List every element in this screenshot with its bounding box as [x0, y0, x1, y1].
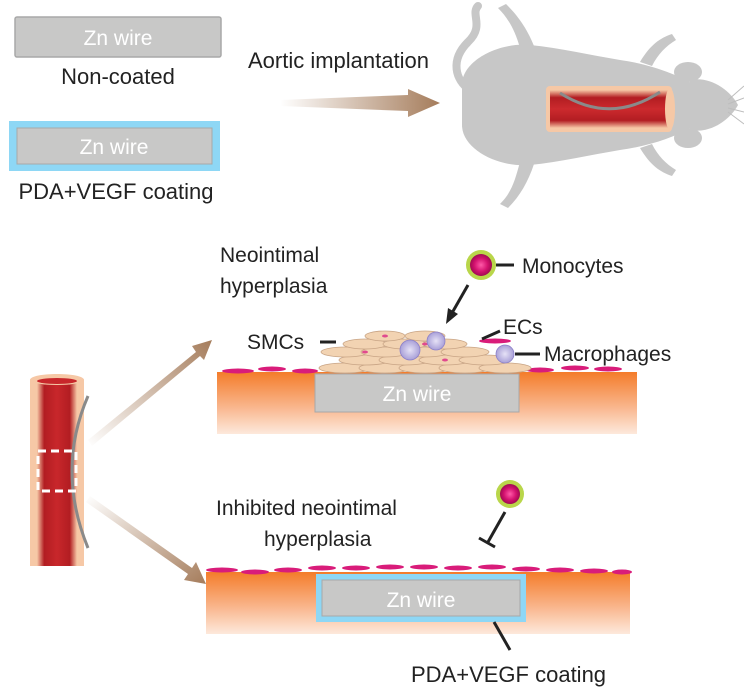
non-coated-zn-wire: Zn wire — [14, 16, 222, 58]
zoom-arrow-down — [86, 496, 206, 584]
aortic-implantation-label: Aortic implantation — [248, 48, 429, 73]
coating-pointer — [492, 621, 512, 651]
upper-endothelial-cells — [222, 338, 622, 374]
non-coated-caption: Non-coated — [61, 64, 175, 89]
monocyte-arrow — [446, 284, 470, 324]
lower-coating-label: PDA+VEGF coating — [411, 662, 606, 687]
upper-title-line2: hyperplasia — [220, 275, 328, 298]
ecs-pointer — [481, 329, 501, 341]
label-smcs: SMCs — [247, 331, 304, 354]
lower-endothelial-cells — [206, 564, 632, 575]
label-macrophages: Macrophages — [544, 343, 671, 366]
zoom-arrow-up — [88, 340, 212, 446]
coated-wire-label: Zn wire — [80, 136, 149, 159]
zoom-box — [36, 449, 78, 493]
upper-zn-wire: Zn wire — [314, 373, 520, 413]
inhibition-bar — [478, 536, 496, 549]
lower-wire-label: Zn wire — [387, 589, 456, 612]
upper-wire-label: Zn wire — [383, 383, 452, 406]
non-coated-wire-label: Zn wire — [84, 27, 153, 50]
label-monocytes: Monocytes — [522, 255, 624, 278]
macrophages — [399, 331, 515, 364]
monocyte — [466, 250, 514, 280]
upper-title-line1: Neointimal — [220, 244, 319, 267]
lower-title-line1: Inhibited neointimal — [216, 497, 397, 520]
blocked-monocyte — [478, 480, 524, 549]
vessel-longitudinal — [30, 374, 90, 566]
implantation-arrow — [280, 89, 440, 117]
vessel-wire — [70, 395, 90, 549]
lower-zn-wire: Zn wire — [316, 574, 526, 622]
coated-zn-wire: Zn wire — [9, 121, 220, 171]
lower-title-line2: hyperplasia — [264, 528, 372, 551]
mouse-aorta — [546, 86, 675, 132]
label-ecs: ECs — [503, 316, 543, 339]
coated-caption: PDA+VEGF coating — [18, 179, 213, 204]
upper-smc-nuclei — [362, 334, 448, 362]
implanted-wire — [559, 90, 661, 111]
mouse-whiskers — [727, 85, 744, 125]
